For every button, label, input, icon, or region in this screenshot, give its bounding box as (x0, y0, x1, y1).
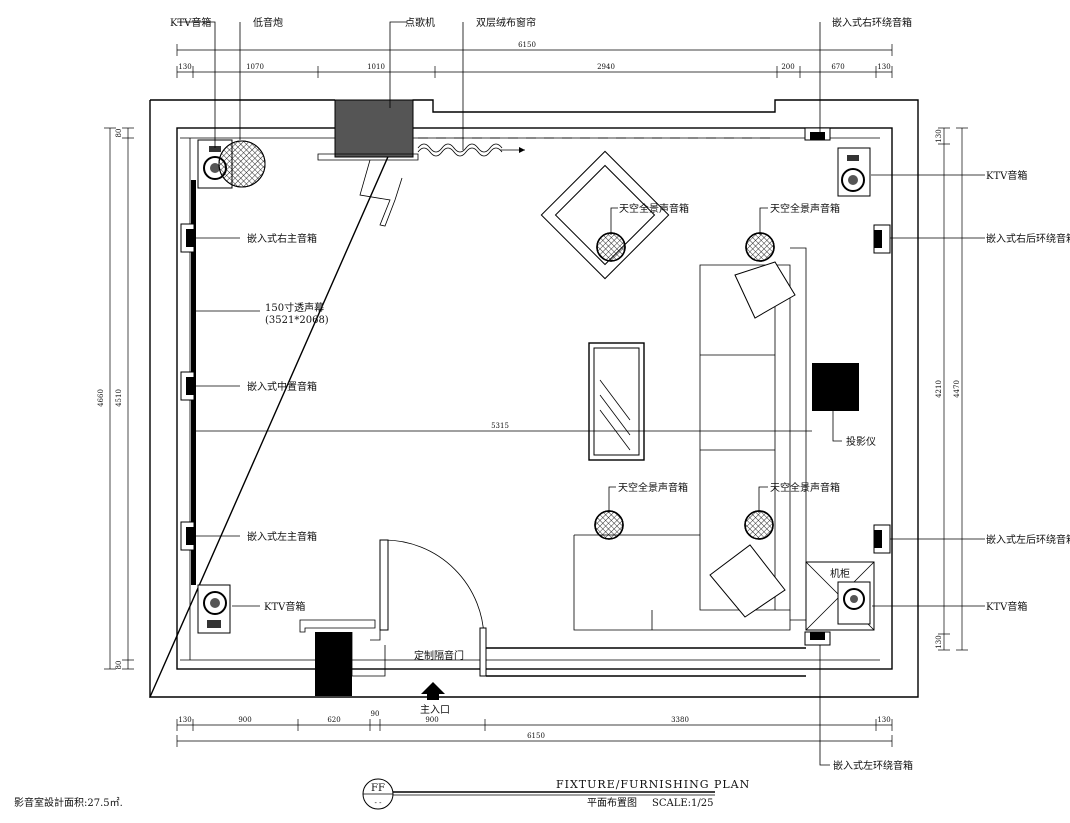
label-entrance: 主入口 (420, 704, 450, 716)
svg-text:900: 900 (425, 716, 438, 724)
svg-text:670: 670 (831, 63, 844, 71)
label-screen: 150寸透声幕 (265, 301, 324, 314)
svg-text:4210: 4210 (935, 380, 943, 398)
svg-text:130: 130 (178, 63, 191, 71)
label-surround-left-bottom: 嵌入式左环绕音箱 (833, 759, 913, 772)
svg-text:900: 900 (238, 716, 251, 724)
svg-text:6150: 6150 (527, 732, 545, 740)
label-atmos-1: 天空全景声音箱 (619, 202, 689, 215)
svg-text:130: 130 (178, 716, 191, 724)
svg-text:4510: 4510 (115, 389, 123, 407)
dimension-text: 6150 130 1070 1010 2940 200 670 130 130 … (97, 41, 961, 740)
svg-text:FF: FF (371, 783, 385, 794)
dimensions-left (104, 127, 134, 670)
svg-text:130: 130 (935, 129, 943, 142)
svg-text:200: 200 (781, 63, 794, 71)
footer: 影音室設計面积:27.5㎡. FF - - FIXTURE/FURNISHING… (14, 778, 750, 810)
svg-text:2940: 2940 (597, 63, 615, 71)
label-center: 嵌入式中置音箱 (247, 380, 317, 393)
scale: SCALE:1/25 (652, 798, 714, 809)
label-main-right: 嵌入式右主音箱 (247, 232, 317, 245)
svg-text:80: 80 (115, 661, 123, 670)
label-door: 定制隔音门 (414, 649, 464, 662)
coffee-table (588, 342, 645, 461)
label-atmos-3: 天空全景声音箱 (618, 481, 688, 494)
svg-text:130: 130 (935, 635, 943, 648)
label-atmos-2: 天空全景声音箱 (770, 202, 840, 215)
svg-text:- -: - - (375, 799, 383, 807)
label-curtain: 双层绒布窗帘 (476, 16, 536, 29)
label-ktv-top-left: KTV音箱 (170, 16, 211, 29)
atmos-speakers (594, 232, 775, 540)
dimensions-top (176, 44, 893, 78)
label-ktv-bottom-left: KTV音箱 (264, 600, 305, 613)
label-surround-right-top: 嵌入式右环绕音箱 (832, 16, 912, 29)
dimensions-bottom (176, 719, 893, 747)
svg-text:80: 80 (115, 129, 123, 138)
right-speakers (804, 127, 891, 646)
black-cabinet (315, 632, 352, 696)
svg-text:1070: 1070 (246, 63, 264, 71)
ktv-speaker-bottom-left (197, 584, 231, 634)
svg-text:1010: 1010 (367, 63, 385, 71)
sofa (573, 247, 807, 631)
label-subwoofer: 低音炮 (253, 16, 283, 29)
label-ktv-top-right: KTV音箱 (986, 169, 1027, 182)
label-cabinet: 机柜 (830, 567, 850, 580)
armchair (540, 150, 670, 280)
dimensions-right (938, 127, 968, 651)
curtain (417, 137, 775, 157)
svg-text:620: 620 (327, 716, 340, 724)
labels: KTV音箱 低音炮 点歌机 双层绒布窗帘 嵌入式右环绕音箱 KTV音箱 嵌入式右… (170, 16, 1070, 772)
svg-text:90: 90 (371, 710, 380, 718)
label-surround-left-rear: 嵌入式左后环绕音箱 (986, 533, 1070, 546)
label-jukebox: 点歌机 (405, 16, 435, 29)
label-screen-size: (3521*2068) (265, 315, 329, 326)
svg-text:5315: 5315 (491, 422, 509, 430)
title-cn: 平面布置图 (587, 797, 637, 809)
svg-text:6150: 6150 (518, 41, 536, 49)
svg-text:3380: 3380 (671, 716, 689, 724)
svg-text:4470: 4470 (953, 380, 961, 398)
svg-text:4660: 4660 (97, 389, 105, 407)
projector-icon (812, 363, 859, 411)
title-en: FIXTURE/FURNISHING PLAN (556, 778, 750, 791)
svg-text:130: 130 (877, 716, 890, 724)
door (370, 539, 806, 677)
equipment-cabinet (805, 561, 875, 631)
label-atmos-4: 天空全景声音箱 (770, 481, 840, 494)
label-ktv-bottom-right: KTV音箱 (986, 600, 1027, 613)
label-main-left: 嵌入式左主音箱 (247, 530, 317, 543)
label-surround-right-rear: 嵌入式右后环绕音箱 (986, 232, 1070, 245)
area-note: 影音室設計面积:27.5㎡. (14, 796, 123, 809)
svg-text:130: 130 (877, 63, 890, 71)
leader-lines (177, 21, 985, 766)
jukebox-block (334, 99, 414, 158)
label-projector: 投影仪 (846, 435, 876, 448)
entrance-arrow-icon (421, 682, 445, 700)
embedded-speakers-left (180, 223, 195, 551)
